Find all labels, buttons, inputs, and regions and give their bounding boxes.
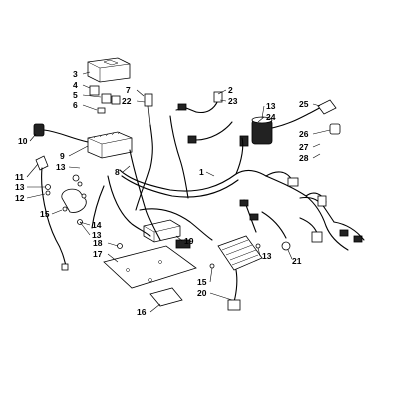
leader-lines [26,71,331,313]
fastener-13-e [255,243,261,249]
fastener-15-a [62,206,68,212]
callout-23: 23 [228,96,238,106]
callout-12: 12 [15,193,25,203]
callout-6: 6 [73,100,78,110]
callout-13: 13 [92,230,102,240]
sensor-part [144,93,153,126]
callout-20: 20 [197,288,207,298]
ignition-coil [239,104,326,147]
callout-7: 7 [126,85,131,95]
fastener-13-a [45,184,51,190]
callout-4: 4 [73,80,78,90]
cable-terminal [61,263,69,271]
callout-2: 2 [228,85,233,95]
battery-cable [41,167,67,267]
callout-1: 1 [199,167,204,177]
callout-16: 16 [137,307,147,317]
voltage-regulator [217,235,263,311]
callout-9: 9 [60,151,65,161]
relay-group [89,85,121,114]
callout-13: 13 [15,182,25,192]
callout-17: 17 [93,249,103,259]
lower-harness [107,175,151,237]
callout-10: 10 [18,136,28,146]
callout-8: 8 [115,167,120,177]
callout-15: 15 [197,277,207,287]
callout-18: 18 [93,238,103,248]
main-wiring-harness [119,91,365,251]
callout-25: 25 [299,99,309,109]
clamp-21 [281,241,291,251]
fuse-box-cover [87,57,131,83]
callout-3: 3 [73,69,78,79]
callout-27: 27 [299,142,309,152]
fuse-block [87,131,133,159]
mounting-plate [103,245,197,289]
callout-13: 13 [56,162,66,172]
callout-28: 28 [299,153,309,163]
callout-14: 14 [92,220,102,230]
fastener-12 [45,190,51,196]
callout-15: 15 [40,209,50,219]
fastener-15-b [209,263,215,269]
callout-11: 11 [15,172,24,182]
callout-13: 13 [262,251,272,261]
callout-5: 5 [73,90,78,100]
callout-21: 21 [292,256,302,266]
callout-24: 24 [266,112,276,122]
part-26-boot [329,123,341,135]
connector-11 [35,155,49,171]
ground-lead [91,185,105,229]
fastener-18 [117,243,123,249]
starter-solenoid [61,174,87,213]
callout-labels: 3 4 5 6 7 22 2 23 13 24 25 26 27 28 10 9… [15,69,309,317]
callout-19: 19 [184,236,194,246]
callout-13: 13 [266,101,276,111]
lower-harness-2 [139,208,213,241]
callout-22: 22 [122,96,132,106]
spark-plug-cap [317,99,337,115]
connector-10 [33,123,89,143]
decal-16 [149,287,183,307]
callout-26: 26 [299,129,309,139]
